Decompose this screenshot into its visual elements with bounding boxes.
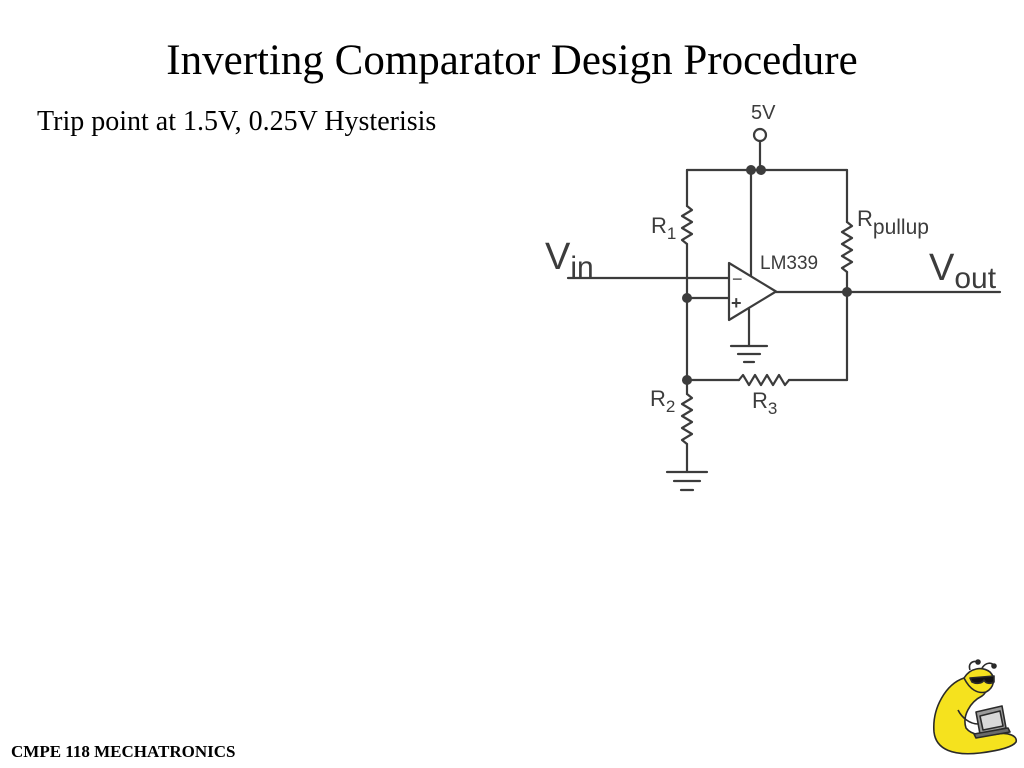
course-footer: CMPE 118 MECHATRONICS bbox=[11, 742, 236, 761]
r1-label: R1 bbox=[651, 213, 676, 243]
r2-label: R2 bbox=[650, 386, 675, 416]
opamp-label: LM339 bbox=[760, 253, 818, 274]
slide-subtitle: Trip point at 1.5V, 0.25V Hysterisis bbox=[37, 106, 437, 137]
supply-label: 5V bbox=[751, 102, 776, 124]
junction-dot bbox=[682, 293, 692, 303]
vin-label: Vin bbox=[545, 236, 594, 284]
vout-label: Vout bbox=[929, 247, 997, 295]
r3-resistor bbox=[737, 373, 791, 387]
junction-dot bbox=[756, 165, 766, 175]
r1-resistor bbox=[680, 204, 694, 246]
banana-slug-logo bbox=[933, 659, 1018, 755]
junction-dot bbox=[682, 375, 692, 385]
opamp-triangle bbox=[727, 261, 778, 322]
junction-dot bbox=[842, 287, 852, 297]
opamp-plus-sign: + bbox=[731, 293, 742, 313]
r2-resistor bbox=[680, 392, 694, 446]
rpullup-label: Rpullup bbox=[857, 206, 929, 239]
r3-label: R3 bbox=[752, 388, 777, 418]
rpullup-resistor bbox=[840, 220, 854, 274]
junction-dot bbox=[746, 165, 756, 175]
supply-terminal bbox=[752, 127, 768, 143]
slide-title: Inverting Comparator Design Procedure bbox=[166, 37, 858, 84]
opamp-minus-sign: − bbox=[732, 269, 743, 289]
